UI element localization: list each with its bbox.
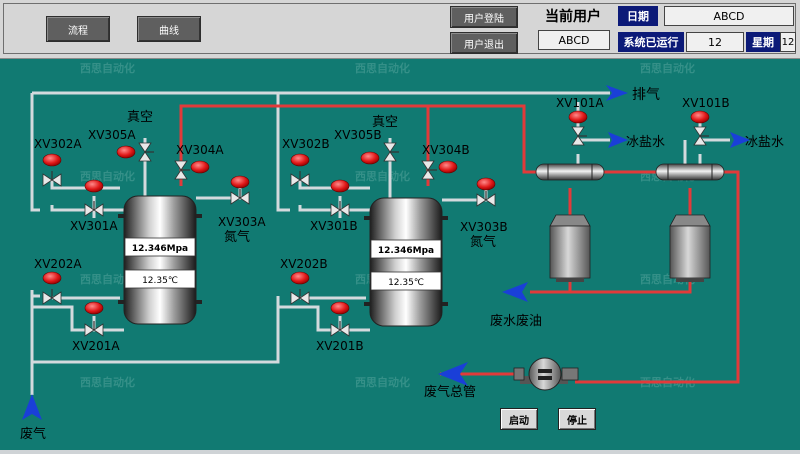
exhaust-label: 排气 xyxy=(632,87,660,103)
valve-xv101a[interactable] xyxy=(571,126,588,146)
reactor-a-temperature: 12.35℃ xyxy=(142,276,178,286)
svg-text:西思自动化: 西思自动化 xyxy=(80,375,135,389)
valve-xv303a[interactable] xyxy=(230,175,250,205)
heat-exchanger-a xyxy=(535,163,605,181)
valve-label-xv201a: XV201A xyxy=(72,339,120,353)
reactor-b-pressure: 12.346Mpa xyxy=(378,246,434,256)
reactor-a-pressure: 12.346Mpa xyxy=(132,244,188,254)
date-value: ABCD xyxy=(664,6,794,26)
valve-xv101a-actuator[interactable] xyxy=(568,110,588,124)
svg-text:西思自动化: 西思自动化 xyxy=(355,61,410,75)
svg-text:西思自动化: 西思自动化 xyxy=(80,272,135,286)
svg-text:西思自动化: 西思自动化 xyxy=(640,61,695,75)
waste-gas-main-label: 废气总管 xyxy=(424,384,476,400)
valve-xv305a[interactable] xyxy=(138,142,155,162)
valve-xv304b[interactable] xyxy=(421,160,438,180)
vacuum-label-b: 真空 xyxy=(372,115,398,130)
process-panel: 西思自动化 西思自动化 西思自动化 西思自动化 西思自动化 西思自动化 西思自动… xyxy=(0,59,800,450)
separator-tank-b xyxy=(669,214,711,282)
current-user-value: ABCD xyxy=(538,30,610,50)
nitrogen-label-a: 氮气 xyxy=(224,229,250,245)
valve-xv304a-actuator[interactable] xyxy=(190,160,210,174)
svg-text:西思自动化: 西思自动化 xyxy=(80,61,135,75)
valve-xv305a-actuator[interactable] xyxy=(116,145,136,159)
waste-gas-label: 废气 xyxy=(20,426,46,442)
current-user-label: 当前用户 xyxy=(545,9,601,25)
brine-label-a: 冰盐水 xyxy=(626,135,665,150)
valve-label-xv302a: XV302A xyxy=(34,137,82,151)
reactor-b xyxy=(364,197,448,327)
valve-label-xv305b: XV305B xyxy=(334,128,382,142)
brine-arrow-b xyxy=(730,132,750,148)
valve-label-xv301a: XV301A xyxy=(70,219,118,233)
valve-label-xv303a: XV303A xyxy=(218,215,266,229)
reactor-a xyxy=(118,195,202,325)
valve-xv305b-actuator[interactable] xyxy=(360,151,380,165)
valve-xv101b[interactable] xyxy=(693,126,710,146)
flow-button[interactable]: 流程 xyxy=(46,16,110,42)
date-label: 日期 xyxy=(618,6,658,26)
login-button[interactable]: 用户登陆 xyxy=(450,6,518,28)
valve-label-xv202b: XV202B xyxy=(280,257,328,271)
valve-label-xv303b: XV303B xyxy=(460,220,508,234)
runtime-value: 12 xyxy=(686,32,744,52)
waste-water-oil-label: 废水废油 xyxy=(490,313,542,329)
curve-button[interactable]: 曲线 xyxy=(137,16,201,42)
stop-button[interactable]: 停止 xyxy=(558,408,596,430)
valve-label-xv101a: XV101A xyxy=(556,96,604,110)
process-diagram: 西思自动化 西思自动化 西思自动化 西思自动化 西思自动化 西思自动化 西思自动… xyxy=(20,61,784,442)
waste-gas-arrow xyxy=(22,394,42,420)
weekday-value: 12 xyxy=(780,32,796,52)
exhaust-arrow xyxy=(606,85,628,101)
svg-text:西思自动化: 西思自动化 xyxy=(355,375,410,389)
start-button[interactable]: 启动 xyxy=(500,408,538,430)
svg-text:西思自动化: 西思自动化 xyxy=(355,169,410,183)
valve-xv304b-actuator[interactable] xyxy=(438,160,458,174)
valve-xv303b[interactable] xyxy=(476,177,496,207)
svg-text:西思自动化: 西思自动化 xyxy=(80,169,135,183)
runtime-label: 系统已运行 xyxy=(618,32,684,52)
pump xyxy=(513,357,579,391)
waste-gas-main-arrow xyxy=(438,362,468,386)
valve-xv304a[interactable] xyxy=(174,160,191,180)
valve-xv101b-actuator[interactable] xyxy=(690,110,710,124)
separator-tank-a xyxy=(549,214,591,282)
toolbar-frame xyxy=(3,3,796,54)
valve-label-xv101b: XV101B xyxy=(682,96,730,110)
valve-label-xv301b: XV301B xyxy=(310,219,358,233)
brine-arrow-a xyxy=(608,132,628,148)
logout-button[interactable]: 用户退出 xyxy=(450,32,518,54)
reactor-b-temperature: 12.35℃ xyxy=(388,278,424,288)
nitrogen-label-b: 氮气 xyxy=(470,234,496,250)
valve-label-xv304a: XV304A xyxy=(176,143,224,157)
brine-label-b: 冰盐水 xyxy=(745,135,784,150)
valve-label-xv302b: XV302B xyxy=(282,137,330,151)
valve-xv305b[interactable] xyxy=(383,142,400,162)
vacuum-label-a: 真空 xyxy=(127,110,153,125)
top-toolbar: 流程 曲线 用户登陆 用户退出 当前用户 ABCD 日期 ABCD 系统已运行 … xyxy=(0,0,800,59)
heat-exchanger-b xyxy=(655,163,725,181)
weekday-label: 星期 xyxy=(746,32,780,52)
valve-label-xv202a: XV202A xyxy=(34,257,82,271)
valve-label-xv201b: XV201B xyxy=(316,339,364,353)
valve-label-xv304b: XV304B xyxy=(422,143,470,157)
valve-label-xv305a: XV305A xyxy=(88,128,136,142)
waste-water-arrow xyxy=(502,282,528,302)
